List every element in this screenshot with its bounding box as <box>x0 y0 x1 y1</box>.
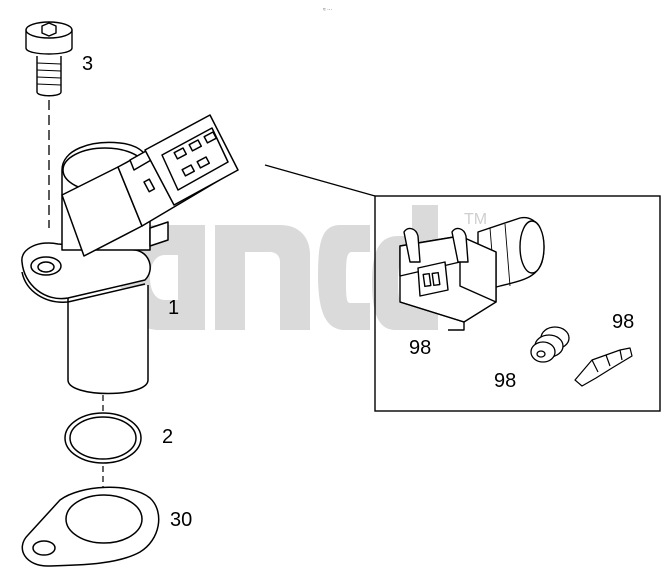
callout-terminal: 98 <box>612 311 634 333</box>
terminal-part <box>574 347 633 387</box>
callout-gasket: 30 <box>170 509 192 531</box>
callout-seal: 98 <box>494 370 516 392</box>
callout-o-ring: 2 <box>162 426 173 448</box>
watermark-trademark: TM <box>464 211 487 228</box>
connector-housing-part <box>399 217 545 331</box>
sensor-part <box>21 114 239 395</box>
o-ring-part <box>64 412 142 464</box>
top-mark: ≈ ··· <box>323 7 332 13</box>
gasket-part <box>21 486 160 567</box>
callout-bolt: 3 <box>82 53 93 75</box>
bolt-part <box>25 21 73 97</box>
detail-box <box>374 195 661 412</box>
callout-sensor: 1 <box>168 297 179 319</box>
callout-connector-housing: 98 <box>409 337 431 359</box>
seal-part <box>530 326 570 363</box>
detail-leader-line <box>264 164 376 197</box>
